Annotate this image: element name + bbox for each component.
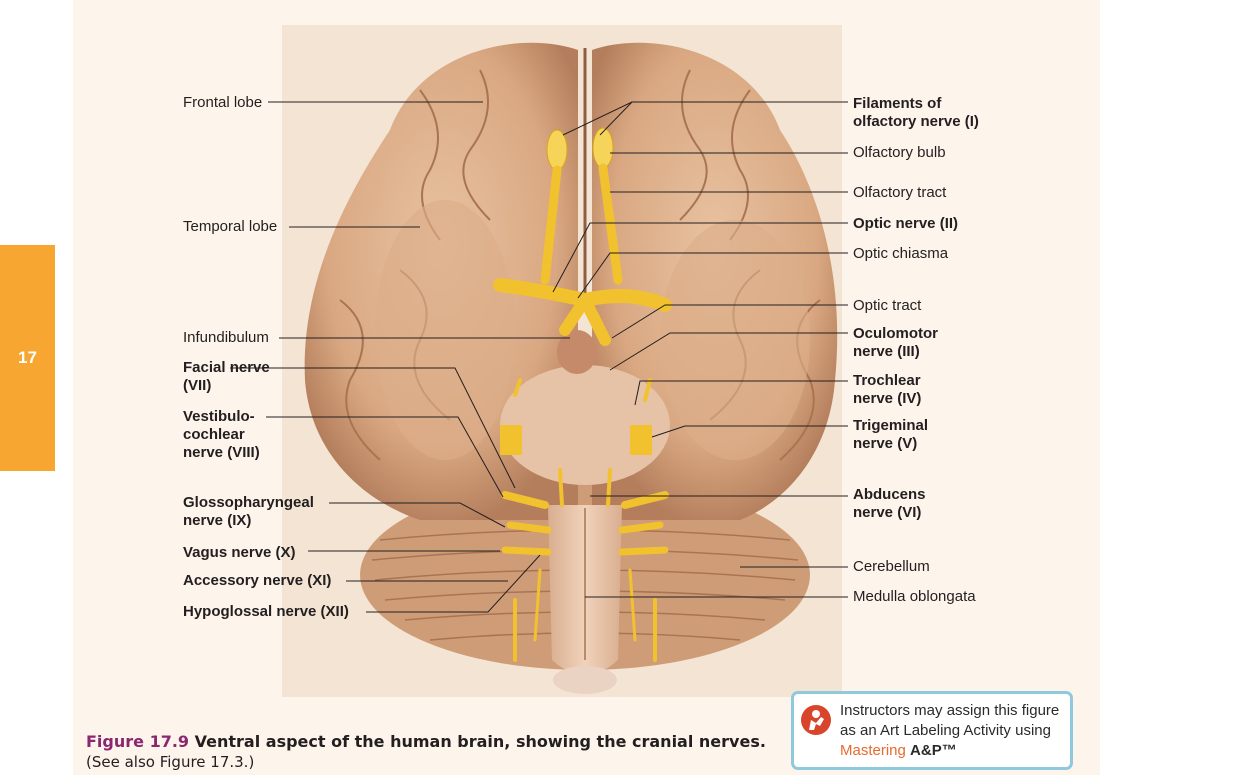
mastering-product: A&P™: [910, 742, 957, 759]
label-olfactory-filaments: Filaments of olfactory nerve (I): [853, 95, 979, 130]
label-optic-chiasma: Optic chiasma: [853, 245, 949, 262]
chapter-number: 17: [18, 348, 37, 367]
label-optic-tract: Optic tract: [853, 297, 922, 314]
mastering-person-icon: [801, 705, 831, 735]
mastering-text: Instructors may assign this figure as an…: [840, 701, 1070, 761]
label-olfactory-tract: Olfactory tract: [853, 184, 947, 201]
cranial-nerves: [493, 127, 672, 662]
label-trochlear-nerve: Trochlear nerve (IV): [853, 372, 922, 407]
mastering-activity-box[interactable]: Instructors may assign this figure as an…: [791, 691, 1073, 770]
label-olfactory-bulb: Olfactory bulb: [853, 144, 946, 161]
figure-caption: Figure 17.9 Ventral aspect of the human …: [86, 732, 766, 771]
label-hypoglossal-nerve: Hypoglossal nerve (XII): [183, 603, 349, 620]
figure-number: Figure 17.9: [86, 732, 190, 751]
label-frontal-lobe: Frontal lobe: [183, 94, 263, 111]
chapter-tab[interactable]: 17: [0, 245, 55, 471]
label-infundibulum: Infundibulum: [183, 329, 269, 346]
label-abducens-nerve: Abducens nerve (VI): [853, 486, 926, 521]
label-vagus-nerve: Vagus nerve (X): [183, 544, 296, 561]
label-oculomotor-nerve: Oculomotor nerve (III): [853, 325, 938, 360]
label-accessory-nerve: Accessory nerve (XI): [183, 572, 332, 589]
label-vestibulocochlear-nerve: Vestibulo- cochlear nerve (VIII): [183, 408, 260, 461]
label-optic-nerve: Optic nerve (II): [853, 215, 959, 232]
brainstem: [500, 330, 670, 694]
leader-lines: [230, 101, 848, 613]
label-medulla-oblongata: Medulla oblongata: [853, 588, 976, 605]
figure-see-also[interactable]: (See also Figure 17.3.): [86, 753, 255, 771]
label-trigeminal-nerve: Trigeminal nerve (V): [853, 417, 929, 452]
figure-title: Ventral aspect of the human brain, showi…: [194, 732, 766, 751]
label-cerebellum: Cerebellum: [853, 558, 930, 575]
label-temporal-lobe: Temporal lobe: [183, 218, 278, 235]
label-glossopharyngeal-nerve: Glossopharyngeal nerve (IX): [183, 494, 314, 529]
mastering-description: Instructors may assign this figure as an…: [840, 702, 1060, 739]
mastering-brand[interactable]: Mastering: [840, 742, 906, 759]
label-facial-nerve: Facial nerve (VII): [183, 359, 270, 394]
